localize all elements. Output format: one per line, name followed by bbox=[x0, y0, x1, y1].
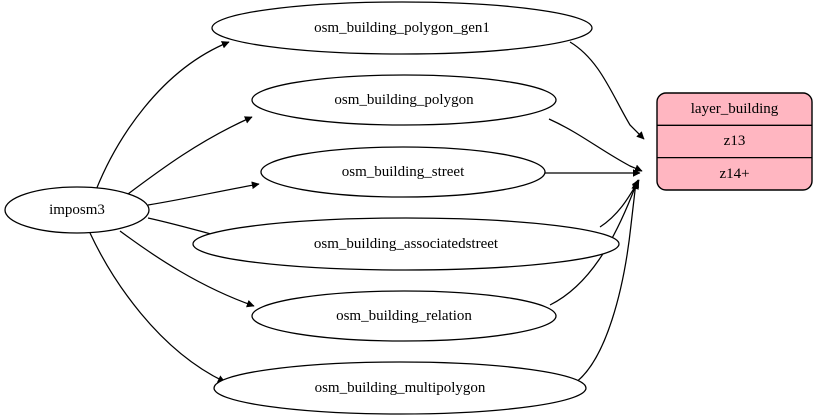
edges-source-to-tables bbox=[89, 41, 260, 383]
record-outline[interactable] bbox=[656, 92, 813, 191]
edge-imposm3-to-osm_building_relation bbox=[119, 230, 255, 308]
edges-tables-to-layer bbox=[541, 41, 645, 384]
edge-osm_building_polygon_gen1-to-z13 bbox=[569, 41, 645, 140]
edge-imposm3-to-osm_building_multipolygon bbox=[89, 232, 226, 383]
record-row-z14[interactable]: z14+ bbox=[719, 165, 750, 182]
node-shape-osm_building_polygon[interactable] bbox=[251, 74, 557, 126]
record-row-layer-building[interactable]: layer_building bbox=[690, 100, 779, 117]
edge-osm_building_polygon-to-z14 bbox=[548, 118, 643, 172]
record-row-z13[interactable]: z13 bbox=[723, 132, 746, 149]
node-shape-osm_building_street[interactable] bbox=[260, 146, 546, 198]
edge-osm_building_multipolygon-to-z14 bbox=[574, 181, 640, 384]
node-shape-osm_building_multipolygon[interactable] bbox=[213, 361, 587, 415]
node-shape-osm_building_associatedstreet[interactable] bbox=[192, 217, 620, 271]
edge-imposm3-to-osm_building_polygon_gen1 bbox=[95, 41, 230, 191]
table-node-shapes bbox=[4, 1, 620, 415]
node-shape-imposm3[interactable] bbox=[4, 186, 150, 234]
node-shape-osm_building_relation[interactable] bbox=[251, 290, 557, 342]
layer-record-shape[interactable] bbox=[656, 92, 813, 191]
edge-imposm3-to-osm_building_street bbox=[147, 181, 260, 206]
edge-imposm3-to-osm_building_polygon bbox=[127, 116, 253, 195]
node-shape-osm_building_polygon_gen1[interactable] bbox=[211, 1, 593, 55]
